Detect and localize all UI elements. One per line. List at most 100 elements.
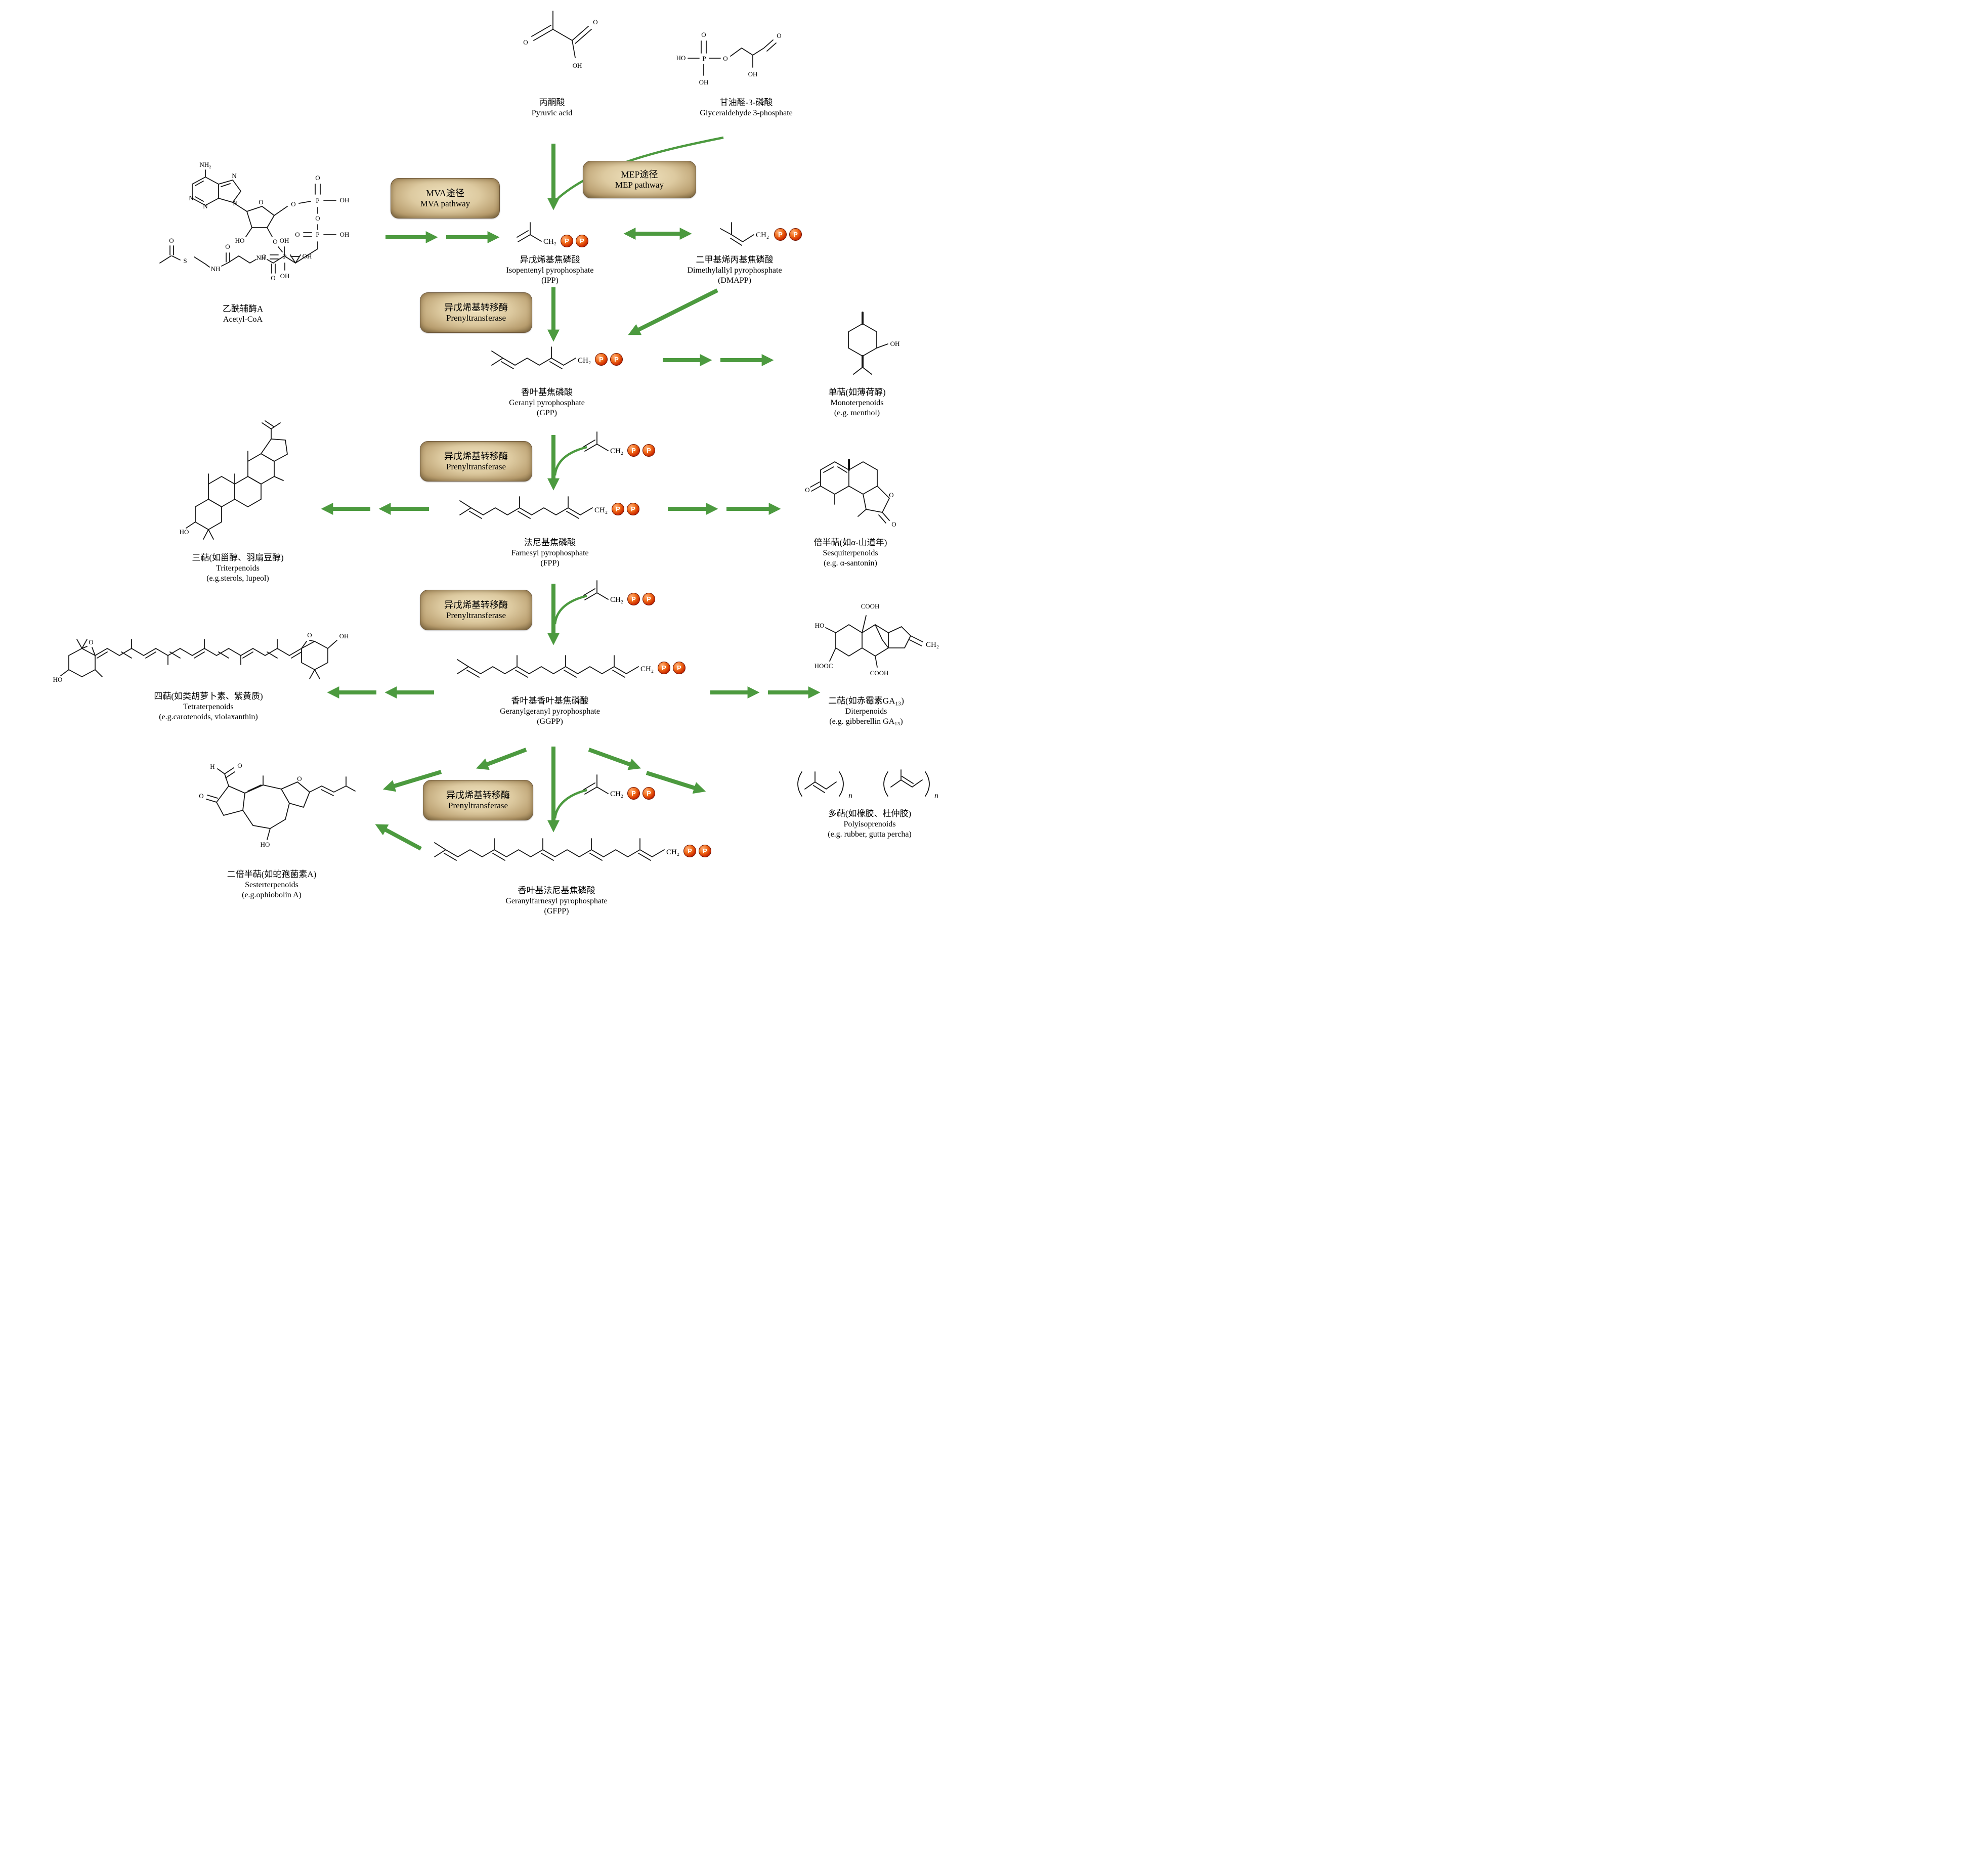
atom-o: O bbox=[273, 238, 277, 245]
phosphate-icon: P bbox=[561, 235, 573, 247]
phosphate-icon: P bbox=[774, 228, 787, 241]
label-gfpp-en: Geranylfarnesyl pyrophosphate bbox=[505, 897, 608, 906]
label-monoterpenoids: 单萜(如薄荷醇) Monoterpenoids (e.g. menthol) bbox=[828, 387, 885, 418]
label-gpp-abbr: (GPP) bbox=[536, 409, 558, 418]
atom-ho: HO bbox=[261, 841, 270, 848]
arrow-gfpp-to-sester bbox=[375, 824, 422, 851]
atom-o: O bbox=[237, 762, 242, 769]
label-pyruvic-acid: 丙酮酸 Pyruvic acid bbox=[532, 97, 572, 118]
atom-ch2: CH₂ bbox=[610, 790, 623, 798]
badge-prenyltransferase-2: 异戊烯基转移酶 Prenyltransferase bbox=[420, 441, 532, 482]
label-ipp-abbr: (IPP) bbox=[541, 276, 559, 285]
atom-ho: HO bbox=[235, 237, 245, 244]
label-dmapp-en: Dimethylallyl pyrophosphate bbox=[687, 266, 782, 275]
label-fpp: 法尼基焦磷酸 Farnesyl pyrophosphate (FPP) bbox=[511, 537, 588, 569]
phosphate-icon: P bbox=[595, 353, 608, 366]
molecule-pyruvic-acid: O O OH bbox=[508, 5, 610, 94]
label-gfpp-abbr: (GFPP) bbox=[544, 907, 569, 916]
badge-prenyl-2-en: Prenyltransferase bbox=[446, 462, 506, 472]
badge-prenyl-2-zh: 异戊烯基转移酶 bbox=[444, 451, 508, 461]
atom-n: N bbox=[233, 199, 238, 207]
atom-n: N bbox=[189, 194, 194, 202]
atom-ch2: CH₂ bbox=[610, 447, 623, 455]
atom-o: O bbox=[89, 638, 93, 646]
phosphate-icon: P bbox=[610, 353, 623, 366]
atom-o: O bbox=[891, 520, 896, 528]
dmapp-structure: CH₂ bbox=[720, 222, 769, 246]
label-acetyl-coa-en: Acetyl-CoA bbox=[223, 315, 263, 324]
molecule-lupeol: HO bbox=[178, 416, 299, 550]
label-monoterpenoids-en: Monoterpenoids bbox=[830, 399, 884, 408]
atom-o: O bbox=[225, 243, 230, 250]
molecule-polyisoprene-unit-2: n bbox=[873, 763, 949, 803]
badge-prenyl-3-zh: 异戊烯基转移酶 bbox=[444, 599, 508, 610]
label-triterpenoids-zh: 三萜(如甾醇、羽扇豆醇) bbox=[192, 553, 284, 562]
molecule-menthol: OH bbox=[832, 307, 903, 380]
atom-o: O bbox=[297, 775, 302, 782]
atom-oh: OH bbox=[748, 70, 758, 78]
molecule-gpp: CH₂ P P bbox=[485, 342, 623, 382]
fpp-structure: CH₂ bbox=[459, 496, 608, 519]
atom-ch2: CH₂ bbox=[926, 641, 939, 649]
atom-ho: HO bbox=[676, 54, 686, 62]
label-ipp-zh: 异戊烯基焦磷酸 bbox=[520, 255, 580, 265]
atom-o: O bbox=[307, 631, 312, 639]
acetyl-coa-structure: NH₂ N N N N O HO O P O OH OH O bbox=[159, 161, 350, 282]
label-gpp: 香叶基焦磷酸 Geranyl pyrophosphate (GPP) bbox=[509, 387, 585, 418]
atom-oh: OH bbox=[280, 272, 290, 280]
atom-oh: OH bbox=[280, 237, 289, 244]
badge-prenyltransferase-3: 异戊烯基转移酶 Prenyltransferase bbox=[420, 590, 532, 630]
atom-hooc: HOOC bbox=[814, 662, 833, 670]
label-gfpp-zh: 香叶基法尼基焦磷酸 bbox=[518, 886, 595, 895]
atom-oh: OH bbox=[339, 632, 349, 640]
atom-nh2: NH₂ bbox=[199, 161, 211, 168]
ipp-structure: CH₂ bbox=[517, 222, 556, 246]
label-sesterterpenoids-abbr: (e.g.ophiobolin A) bbox=[242, 891, 302, 900]
polyisoprene-structure: n bbox=[883, 769, 938, 800]
label-tetraterpenoids-abbr: (e.g.carotenoids, violaxanthin) bbox=[159, 713, 258, 722]
label-ipp: 异戊烯基焦磷酸 Isopentenyl pyrophosphate (IPP) bbox=[506, 254, 594, 286]
molecule-ipp-unit-2: CH₂ P P bbox=[577, 575, 655, 608]
label-gpp-en: Geranyl pyrophosphate bbox=[509, 399, 585, 408]
atom-o: O bbox=[805, 486, 809, 494]
molecule-gfpp: CH₂ P P bbox=[427, 834, 711, 874]
molecule-acetyl-coa: NH₂ N N N N O HO O P O OH OH O bbox=[132, 152, 359, 288]
phosphate-icon: P bbox=[627, 444, 640, 457]
label-polyisoprenoids-zh: 多萜(如橡胶、杜仲胶) bbox=[828, 809, 912, 818]
badge-prenyl-4-en: Prenyltransferase bbox=[448, 801, 508, 811]
molecule-ggpp: CH₂ P P bbox=[450, 650, 685, 691]
atom-ch2: CH₂ bbox=[594, 506, 608, 514]
molecule-dmapp: CH₂ P P bbox=[712, 217, 802, 251]
label-diterpenoids: 二萜(如赤霉素GA₁₃) Diterpenoids (e.g. gibberel… bbox=[828, 695, 904, 727]
label-g3p: 甘油醛-3-磷酸 Glyceraldehyde 3-phosphate bbox=[700, 97, 792, 118]
label-ggpp-zh: 香叶基香叶基焦磷酸 bbox=[511, 696, 589, 706]
atom-oh: OH bbox=[340, 196, 350, 204]
label-sesterterpenoids: 二倍半萜(如蛇孢菌素A) Sesterterpenoids (e.g.ophio… bbox=[227, 869, 317, 900]
atom-ch2: CH₂ bbox=[640, 665, 654, 673]
ipp-structure: CH₂ bbox=[583, 774, 623, 798]
badge-mep-en: MEP pathway bbox=[615, 180, 664, 190]
badge-prenyltransferase-1: 异戊烯基转移酶 Prenyltransferase bbox=[420, 292, 532, 333]
atom-oh: OH bbox=[890, 340, 900, 347]
label-sesquiterpenoids: 倍半萜(如α-山道年) Sesquiterpenoids (e.g. α-san… bbox=[814, 537, 887, 569]
phosphate-icon: P bbox=[642, 444, 655, 457]
atom-o: O bbox=[199, 792, 203, 800]
atom-o: O bbox=[169, 237, 174, 244]
label-acetyl-coa: 乙酰辅酶A Acetyl-CoA bbox=[223, 303, 263, 325]
badge-prenyl-3-en: Prenyltransferase bbox=[446, 610, 506, 621]
phosphate-icon: P bbox=[658, 662, 670, 674]
phosphate-icon: P bbox=[627, 787, 640, 800]
ophiobolin-structure: H O O O HO bbox=[199, 762, 356, 848]
atom-ch2: CH₂ bbox=[666, 848, 679, 856]
label-fpp-abbr: (FPP) bbox=[540, 559, 560, 568]
atom-o: O bbox=[259, 198, 263, 206]
phosphate-icon: P bbox=[612, 503, 624, 515]
arrow-ggpp-poly-1 bbox=[588, 748, 641, 770]
atom-ho: HO bbox=[53, 676, 63, 683]
badge-mva-en: MVA pathway bbox=[420, 199, 470, 209]
gfpp-structure: CH₂ bbox=[434, 838, 679, 861]
atom-nh: NH bbox=[256, 254, 266, 261]
phosphate-icon: P bbox=[699, 845, 711, 857]
pyruvic-acid-structure: O O OH bbox=[523, 11, 598, 69]
ipp-structure: CH₂ bbox=[583, 580, 623, 604]
